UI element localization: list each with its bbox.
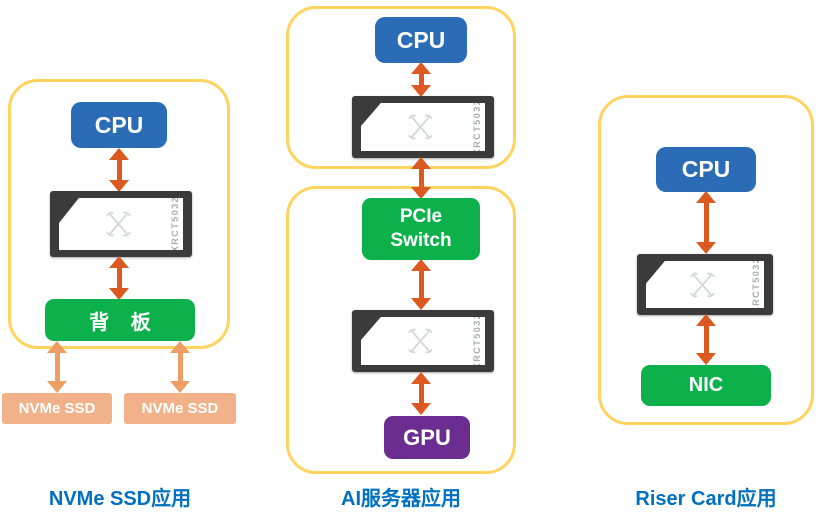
arrow-down-icon <box>170 381 190 393</box>
chip-face: XRCT5032 <box>361 103 485 151</box>
pcie-switch-label-line1: PCIe <box>399 206 443 228</box>
riser-group-caption: Riser Card应用 <box>635 488 777 510</box>
riser-retimer-chip: XRCT5032 <box>637 254 773 315</box>
ai-group-caption: AI服务器应用 <box>341 488 461 510</box>
nvme-ssd-label: NVMe SSD <box>18 400 96 417</box>
ai-group-frame-top <box>286 6 516 169</box>
arrow-down-icon <box>109 288 129 300</box>
nvme-cpu-box: CPU <box>71 102 167 148</box>
ai-cpu-label: CPU <box>396 26 446 53</box>
backplane-label: 背 板 <box>89 311 159 334</box>
pcie-switch-label-line2: Switch <box>390 230 452 251</box>
arrow-up-icon <box>411 62 431 74</box>
gpu-box: GPU <box>384 416 470 459</box>
ai-arrow-cpu-chip <box>410 62 432 97</box>
arrow-down-icon <box>696 242 716 254</box>
riser-arrow-chip-nic <box>695 314 717 365</box>
ai-retimer-chip-bottom: XRCT5032 <box>352 310 494 372</box>
nvme-ssd-box-right: NVMe SSD <box>124 393 236 424</box>
nvme-cpu-label: CPU <box>94 111 144 138</box>
arrow-down-icon <box>411 85 431 97</box>
nvme-arrow-backplane-ssd2 <box>169 341 191 393</box>
nvme-group-frame <box>8 79 230 349</box>
chip-part-number: XRCT5032 <box>472 312 482 370</box>
arrow-up-icon <box>47 341 67 353</box>
arrow-down-icon <box>411 187 431 199</box>
arrow-up-icon <box>170 341 190 353</box>
arrow-up-icon <box>411 259 431 271</box>
ai-arrow-switch-chip <box>410 259 432 310</box>
arrow-down-icon <box>109 180 129 192</box>
arrow-down-icon <box>411 298 431 310</box>
arrow-down-icon <box>696 353 716 365</box>
nvme-ssd-box-left: NVMe SSD <box>2 393 112 424</box>
chip-logo-icon <box>106 211 131 237</box>
ai-arrow-chip-gpu <box>410 372 432 415</box>
arrow-down-icon <box>411 403 431 415</box>
chip-logo-icon <box>408 114 433 140</box>
chip-part-number: XRCT5032 <box>472 98 482 156</box>
gpu-label: GPU <box>403 424 451 450</box>
nvme-ssd-label: NVMe SSD <box>141 400 219 417</box>
ai-retimer-chip-top: XRCT5032 <box>352 96 494 158</box>
nic-label: NIC <box>688 374 724 396</box>
riser-cpu-box: CPU <box>656 147 756 192</box>
ai-cpu-box: CPU <box>375 17 467 63</box>
chip-part-number: XRCT5032 <box>751 256 761 313</box>
nvme-group-caption: NVMe SSD应用 <box>48 488 192 510</box>
arrow-up-icon <box>109 148 129 160</box>
nvme-retimer-chip: XRCT5032 <box>50 191 192 257</box>
nvme-arrow-cpu-chip <box>108 148 130 192</box>
chip-logo-icon <box>408 328 433 354</box>
nvme-arrow-backplane-ssd1 <box>46 341 68 393</box>
arrow-down-icon <box>47 381 67 393</box>
riser-cpu-label: CPU <box>681 156 731 182</box>
chip-part-number: XRCT5032 <box>170 195 180 253</box>
riser-group-frame <box>598 95 814 425</box>
pcie-switch-box: PCIe Switch <box>362 198 480 260</box>
ai-group-frame-bottom <box>286 186 516 474</box>
arrow-up-icon <box>411 372 431 384</box>
arrow-up-icon <box>109 256 129 268</box>
riser-arrow-cpu-chip <box>695 191 717 254</box>
backplane-box: 背 板 <box>45 299 195 341</box>
nvme-arrow-chip-backplane <box>108 256 130 300</box>
chip-face: XRCT5032 <box>361 317 485 365</box>
ai-arrow-chip-switch <box>410 157 432 199</box>
nic-box: NIC <box>641 365 771 406</box>
chip-logo-icon <box>690 272 715 297</box>
arrow-up-icon <box>696 191 716 203</box>
chip-face: XRCT5032 <box>646 261 764 308</box>
arrow-up-icon <box>696 314 716 326</box>
chip-face: XRCT5032 <box>59 198 183 250</box>
arrow-up-icon <box>411 157 431 169</box>
